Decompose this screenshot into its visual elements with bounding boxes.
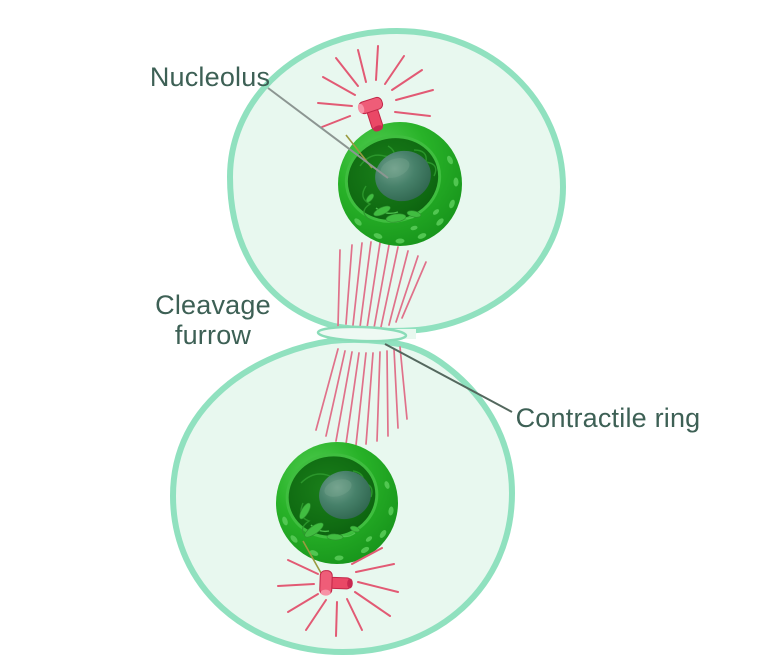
nuclear-pores — [282, 481, 394, 561]
contractile-ring-pointer-line — [384, 343, 513, 413]
chromatin-condensed — [299, 502, 361, 541]
cleavage-furrow-label-line2: furrow — [175, 320, 252, 350]
annotations: Nucleolus Cleavage furrow Contractile ri… — [150, 62, 701, 433]
astral-rays-top — [317, 45, 434, 128]
top-nucleus — [338, 122, 462, 246]
contractile-ring-label: Contractile ring — [516, 403, 701, 433]
contractile-ring-shape — [316, 325, 408, 343]
chromatin-condensed — [365, 193, 422, 223]
nucleolus-pointer-line — [267, 87, 389, 179]
nucleolus-body — [319, 470, 371, 520]
bottom-nucleus — [276, 442, 398, 564]
nucleolus-highlight — [380, 158, 410, 178]
bottom-aster — [277, 540, 399, 637]
bottom-centriole — [319, 570, 353, 596]
top-centriole — [357, 96, 384, 132]
cleavage-furrow-label-line1: Cleavage — [155, 290, 271, 320]
spindle-fibers-upper — [337, 241, 427, 329]
top-aster — [317, 45, 434, 169]
spindle-fibers-lower — [315, 346, 408, 446]
nucleolus-highlight — [324, 479, 352, 497]
nucleolus-label: Nucleolus — [150, 62, 270, 92]
nuclear-pores — [354, 155, 459, 244]
microtubule-bottom — [302, 540, 322, 574]
astral-rays-bottom — [277, 547, 399, 637]
nucleolus-body — [375, 150, 431, 202]
